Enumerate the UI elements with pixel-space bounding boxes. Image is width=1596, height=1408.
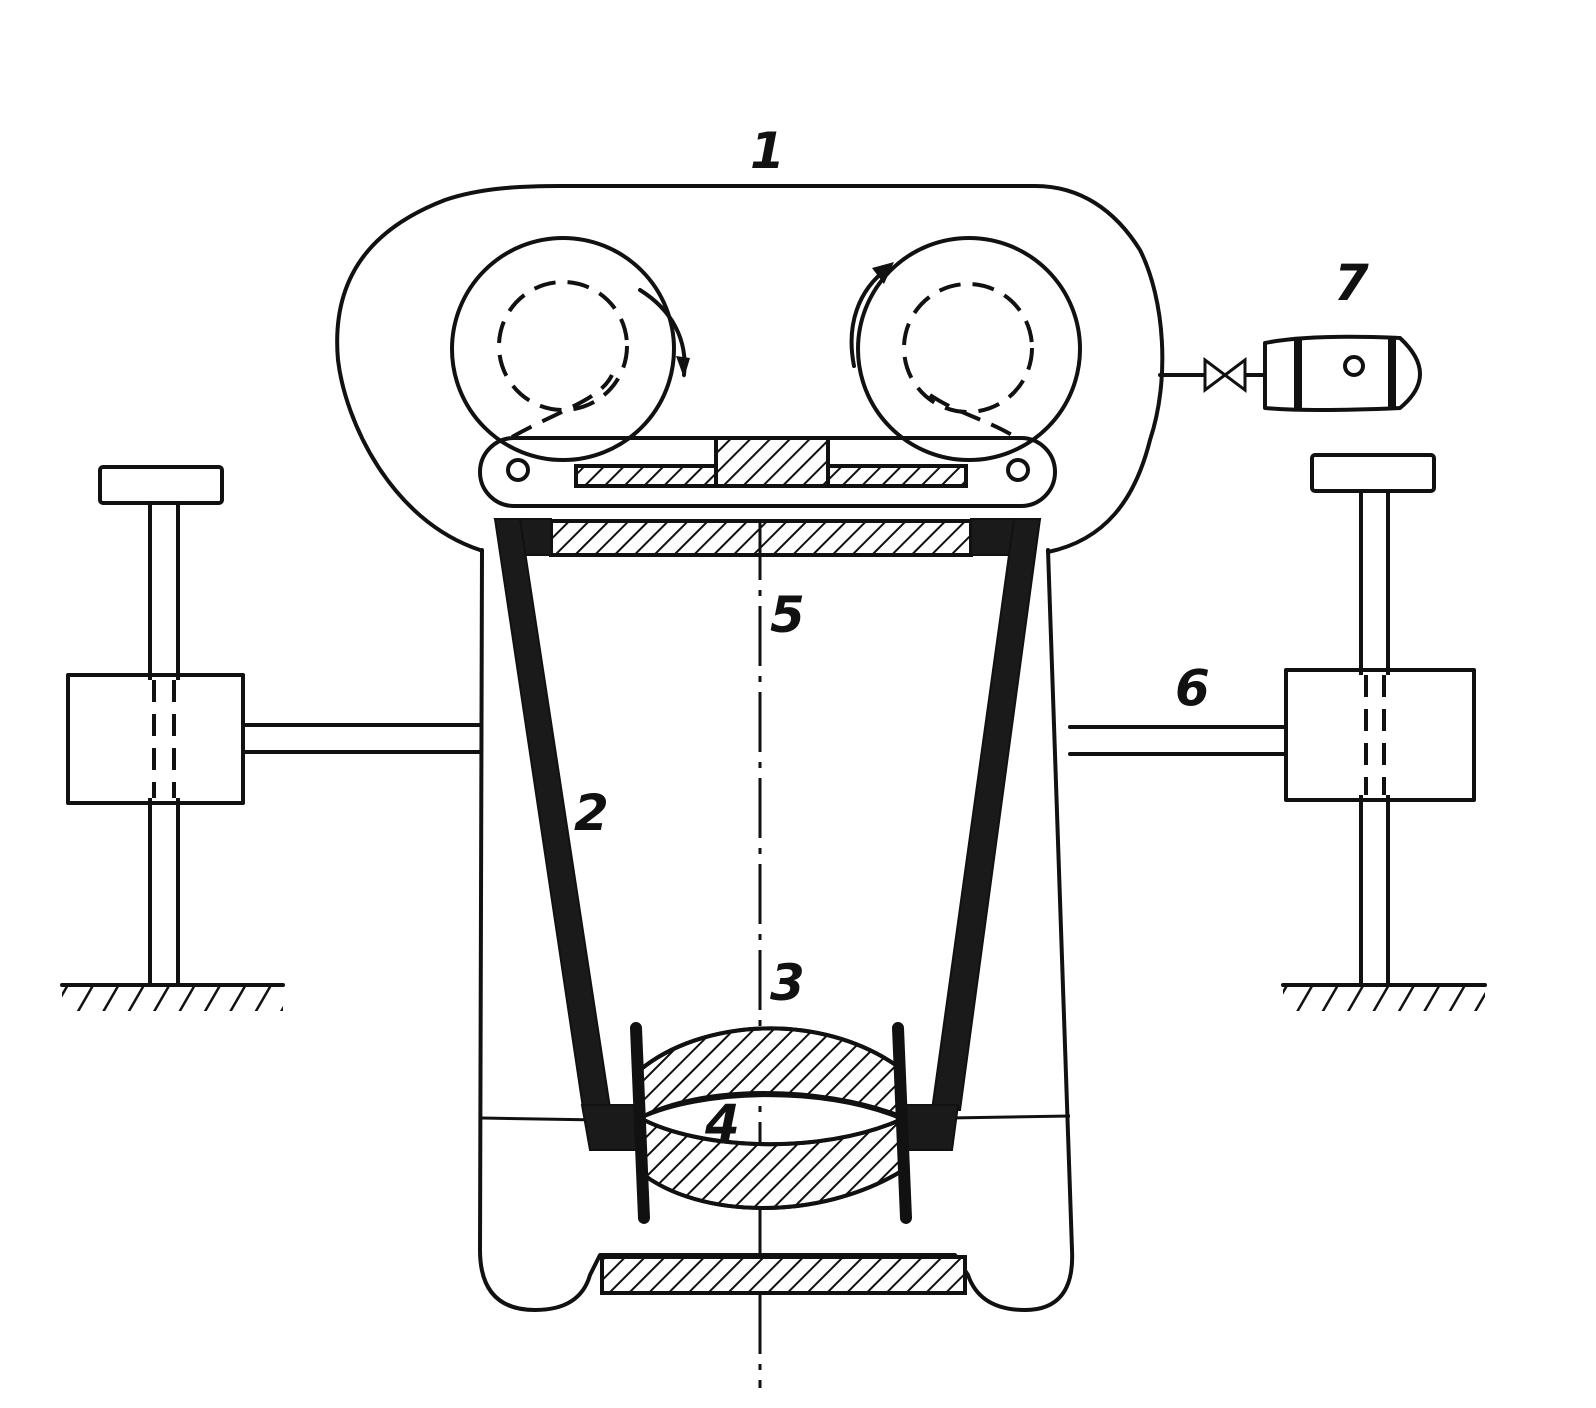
left-roller-rotation-arrow: [638, 288, 690, 378]
upper-housing: [335, 184, 1165, 554]
label-3: 3: [770, 954, 805, 1012]
label-2: 2: [574, 784, 609, 842]
right-roller-rotation-arrow: [849, 262, 894, 368]
valve-pipe: [1158, 357, 1267, 393]
label-6: 6: [1175, 659, 1210, 717]
gas-cylinder: [1263, 334, 1422, 412]
bottom-support: [600, 1255, 967, 1295]
label-7: 7: [1334, 254, 1369, 312]
left-ground: [60, 983, 285, 1011]
lever-bar: [478, 436, 1057, 508]
label-5: 5: [770, 586, 805, 644]
left-roller: [450, 236, 676, 462]
right-stand: [1068, 453, 1476, 987]
left-stand: [66, 465, 482, 987]
tapered-container: [493, 518, 1042, 1151]
label-4: 4: [704, 1094, 740, 1152]
lens-workpiece: [630, 1022, 912, 1224]
label-1: 1: [750, 122, 785, 180]
right-ground: [1281, 983, 1487, 1011]
right-roller: [856, 236, 1082, 462]
